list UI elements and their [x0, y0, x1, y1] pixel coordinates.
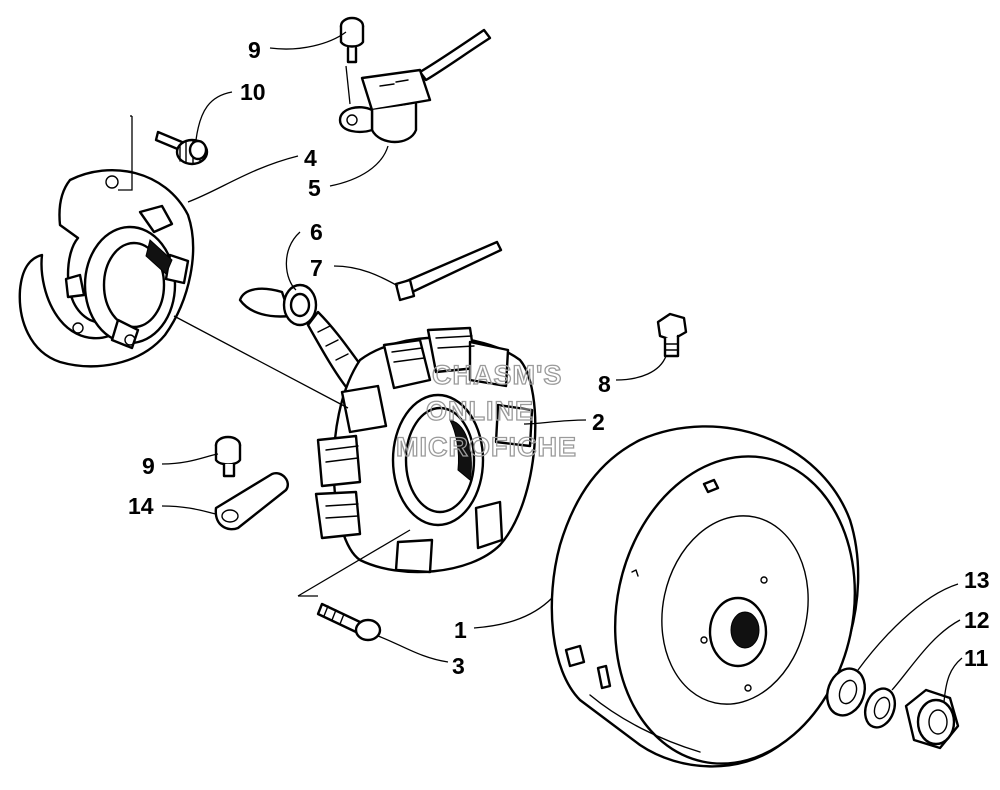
watermark-line-1: CHASM'S: [432, 360, 562, 390]
screw-9-mid: [214, 435, 242, 478]
watermark: CHASM'S ONLINE MICROFICHE: [395, 359, 577, 462]
callout-1: 1: [454, 617, 467, 643]
screw-10: [154, 130, 209, 166]
callout-14: 14: [128, 493, 154, 519]
stator-plate: [18, 169, 195, 368]
watermark-line-3: MICROFICHE: [396, 432, 577, 462]
callout-4: 4: [304, 145, 317, 171]
screw-9-top: [339, 16, 365, 64]
screw-3: [316, 602, 382, 642]
callout-6: 6: [310, 219, 323, 245]
callout-2: 2: [592, 409, 605, 435]
callout-9-mid: 9: [142, 453, 155, 479]
pickup-coil: [338, 28, 492, 144]
washer-13: [825, 667, 867, 717]
callout-labels: 9 10 4 5 6 7 8 2 9 14 1 3 13 12 11: [128, 37, 990, 679]
callout-5: 5: [308, 175, 321, 201]
callout-8: 8: [598, 371, 611, 397]
callout-12: 12: [964, 607, 990, 633]
callout-13: 13: [964, 567, 990, 593]
leader-lines: [118, 31, 963, 703]
bolt-8: [656, 312, 688, 358]
callout-11: 11: [964, 645, 989, 671]
stator-coil: [314, 326, 537, 574]
lock-washer-12: [863, 687, 897, 729]
flywheel: [550, 425, 860, 768]
callout-7: 7: [310, 255, 323, 281]
callout-9-top: 9: [248, 37, 261, 63]
watermark-line-2: ONLINE: [426, 396, 534, 426]
cable-tie: [394, 240, 503, 302]
callout-10: 10: [240, 79, 266, 105]
callout-3: 3: [452, 653, 465, 679]
nut-11: [904, 688, 960, 750]
lug-terminal: [214, 472, 289, 531]
